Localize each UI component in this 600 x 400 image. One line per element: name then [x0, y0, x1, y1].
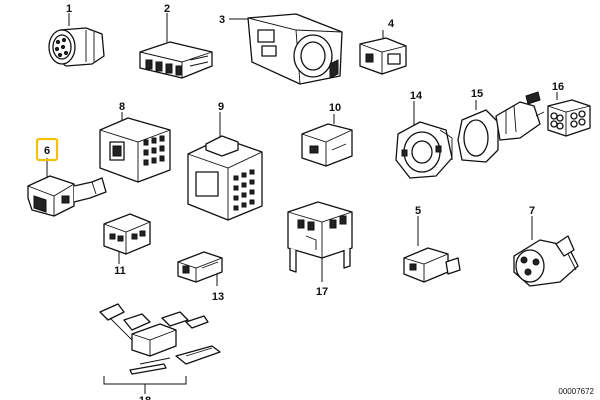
callout-9: 9 — [218, 101, 224, 113]
callout-8: 8 — [119, 101, 125, 113]
callout-4: 4 — [388, 18, 395, 30]
part-16-socket-block[interactable] — [547, 92, 591, 137]
part-9-large-connector[interactable] — [187, 112, 263, 221]
drawing-number: 00007672 — [558, 387, 594, 396]
part-7-round-3pin[interactable] — [513, 216, 579, 287]
part-8-rect-connector[interactable] — [99, 112, 171, 183]
callout-6-highlight — [35, 137, 59, 162]
part-10-square-plug[interactable] — [301, 114, 353, 167]
callout-2: 2 — [164, 3, 170, 15]
callout-15: 15 — [471, 88, 483, 100]
callout-13: 13 — [212, 291, 224, 303]
callout-14: 14 — [410, 90, 423, 102]
callout-16: 16 — [552, 81, 564, 93]
callout-5: 5 — [415, 205, 421, 217]
callout-10: 10 — [329, 102, 341, 114]
part-15-flanged-connector[interactable] — [457, 91, 545, 163]
callout-3: 3 — [219, 14, 225, 26]
part-3-housing-bracket[interactable] — [229, 13, 343, 85]
part-4-small-plug[interactable] — [359, 30, 407, 75]
callout-7: 7 — [529, 205, 535, 217]
callout-17: 17 — [316, 286, 328, 298]
callout-11: 11 — [114, 265, 126, 277]
part-18-terminal-kit[interactable] — [99, 303, 221, 394]
part-1-round-connector[interactable] — [48, 13, 105, 67]
part-5-inline-plug[interactable] — [403, 216, 461, 283]
callout-18: 18 — [139, 395, 151, 400]
part-2-terminal-strip[interactable] — [139, 13, 213, 79]
callout-6: 6 — [44, 145, 50, 157]
part-17-relay-socket[interactable] — [287, 201, 353, 282]
part-11-block-plug[interactable] — [103, 213, 151, 264]
part-14-round-socket[interactable] — [395, 101, 453, 179]
part-13-terminal-housing[interactable] — [177, 251, 223, 286]
callout-1: 1 — [66, 3, 72, 15]
part-6-latch-connector[interactable] — [27, 158, 107, 217]
